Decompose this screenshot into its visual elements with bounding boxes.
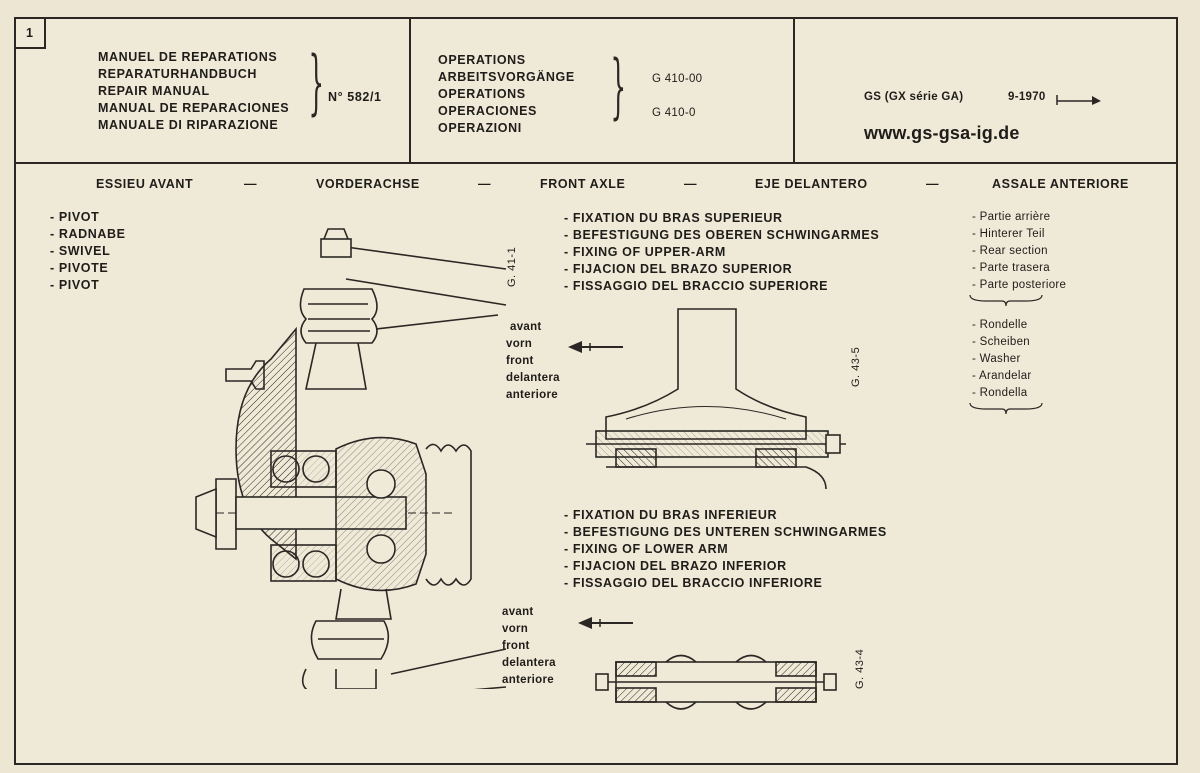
- section-separator: —: [926, 177, 940, 191]
- manual-page: 1 MANUEL DE REPARATIONS REPARATURHANDBUC…: [14, 17, 1178, 765]
- rear-section-item: - Rear section: [972, 245, 1048, 257]
- header-divider-1: [44, 19, 46, 49]
- lower-arm-item: - BEFESTIGUNG DES UNTEREN SCHWINGARMES: [564, 525, 887, 539]
- operations-title: OPERACIONES: [438, 104, 537, 118]
- manual-title: MANUEL DE REPARATIONS: [98, 50, 278, 64]
- pivot-item: - PIVOT: [50, 278, 100, 292]
- lower-arm-item: - FIJACION DEL BRAZO INFERIOR: [564, 559, 787, 573]
- section-title: ASSALE ANTERIORE: [992, 177, 1129, 191]
- section-title: FRONT AXLE: [540, 177, 626, 191]
- bracket-icon: [969, 402, 1043, 415]
- front-label: vorn: [506, 338, 533, 350]
- lower-arm-item: - FISSAGGIO DEL BRACCIO INFERIORE: [564, 576, 823, 590]
- page-number-box-bottom: [16, 47, 46, 49]
- section-title: ESSIEU AVANT: [96, 177, 194, 191]
- page-number: 1: [26, 26, 34, 40]
- rear-section-item: - Partie arrière: [972, 211, 1051, 223]
- upper-arm-item: - FIXATION DU BRAS SUPERIEUR: [564, 211, 783, 225]
- arrow-left-icon: [578, 617, 633, 629]
- rear-section-item: - Hinterer Teil: [972, 228, 1045, 240]
- hub-assembly-drawing: [195, 228, 507, 689]
- header-divider-3: [793, 19, 795, 164]
- brace-icon: }: [610, 45, 627, 127]
- upper-arm-fixing-drawing: [586, 308, 846, 490]
- washer-list: - Rondelle - Scheiben - Washer - Arandel…: [972, 317, 1032, 402]
- washer-item: - Washer: [972, 353, 1021, 365]
- manual-number: N° 582/1: [328, 90, 382, 104]
- lower-arm-fixing-drawing: [595, 654, 837, 710]
- front-label: front: [502, 640, 530, 652]
- manual-title-list: MANUEL DE REPARATIONS REPARATURHANDBUCH …: [98, 49, 289, 134]
- pivot-item: - PIVOTE: [50, 261, 109, 275]
- operations-title: OPERATIONS: [438, 87, 526, 101]
- operation-code-2: G 410-0: [652, 107, 696, 119]
- section-title: VORDERACHSE: [316, 177, 420, 191]
- front-label: vorn: [502, 623, 529, 635]
- manual-title: MANUALE DI RIPARAZIONE: [98, 118, 279, 132]
- front-label: front: [506, 355, 534, 367]
- front-label: anteriore: [506, 389, 558, 401]
- lower-arm-item: - FIXATION DU BRAS INFERIEUR: [564, 508, 778, 522]
- pivot-item: - PIVOT: [50, 210, 100, 224]
- manual-title: MANUAL DE REPARACIONES: [98, 101, 290, 115]
- upper-arm-list: - FIXATION DU BRAS SUPERIEUR - BEFESTIGU…: [564, 210, 879, 295]
- pivot-item: - RADNABE: [50, 227, 126, 241]
- operations-title: ARBEITSVORGÄNGE: [438, 70, 575, 84]
- edition-date: 9-1970: [1008, 91, 1046, 103]
- section-title: EJE DELANTERO: [755, 177, 868, 191]
- operations-title-list: OPERATIONS ARBEITSVORGÄNGE OPERATIONS OP…: [438, 52, 575, 137]
- front-label-list-lower: avant vorn front delantera anteriore: [502, 604, 556, 689]
- manual-title: REPARATURHANDBUCH: [98, 67, 258, 81]
- front-label: delantera: [506, 372, 560, 384]
- front-label: delantera: [502, 657, 556, 669]
- website-link[interactable]: www.gs-gsa-ig.de: [864, 123, 1020, 143]
- upper-arm-item: - FISSAGGIO DEL BRACCIO SUPERIORE: [564, 279, 829, 293]
- upper-arm-item: - BEFESTIGUNG DES OBEREN SCHWINGARMES: [564, 228, 880, 242]
- figure-ref-2: G. 43-5: [850, 346, 862, 387]
- washer-item: - Arandelar: [972, 370, 1032, 382]
- rear-section-item: - Parte trasera: [972, 262, 1050, 274]
- front-label: avant: [502, 606, 534, 618]
- lower-arm-item: - FIXING OF LOWER ARM: [564, 542, 729, 556]
- washer-item: - Scheiben: [972, 336, 1030, 348]
- section-separator: —: [478, 177, 492, 191]
- header-bottom-rule: [16, 162, 1176, 164]
- pivot-list: - PIVOT - RADNABE - SWIVEL - PIVOTE - PI…: [50, 209, 126, 294]
- operations-title: OPERAZIONI: [438, 121, 522, 135]
- brace-icon: }: [308, 41, 325, 123]
- manual-title: REPAIR MANUAL: [98, 84, 210, 98]
- front-label: anteriore: [502, 674, 554, 686]
- arrow-right-icon: [1056, 95, 1101, 105]
- pivot-item: - SWIVEL: [50, 244, 111, 258]
- operations-title: OPERATIONS: [438, 53, 526, 67]
- header-divider-2: [409, 19, 411, 164]
- figure-ref-3: G. 43-4: [854, 648, 866, 689]
- arrow-left-icon: [568, 341, 623, 353]
- front-label-list-upper: avant vorn front delantera anteriore: [506, 319, 560, 404]
- section-separator: —: [684, 177, 698, 191]
- operation-code-1: G 410-00: [652, 73, 703, 85]
- rear-section-item: - Parte posteriore: [972, 279, 1067, 291]
- upper-arm-item: - FIXING OF UPPER-ARM: [564, 245, 726, 259]
- section-separator: —: [244, 177, 258, 191]
- lower-arm-list: - FIXATION DU BRAS INFERIEUR - BEFESTIGU…: [564, 507, 887, 592]
- rear-section-list: - Partie arrière - Hinterer Teil - Rear …: [972, 209, 1066, 294]
- washer-item: - Rondella: [972, 387, 1028, 399]
- bracket-icon: [969, 294, 1043, 307]
- model-label: GS (GX série GA): [864, 91, 964, 103]
- washer-item: - Rondelle: [972, 319, 1028, 331]
- upper-arm-item: - FIJACION DEL BRAZO SUPERIOR: [564, 262, 793, 276]
- front-label: avant: [510, 321, 542, 333]
